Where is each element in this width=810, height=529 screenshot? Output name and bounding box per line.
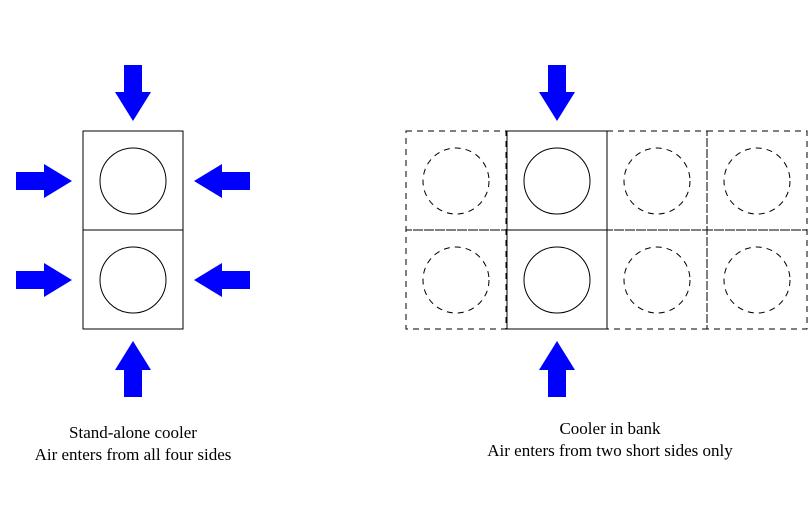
bank-neighbor-fan — [623, 147, 691, 215]
bank-neighbor-fan — [623, 246, 691, 314]
standalone-caption: Stand-alone cooler Air enters from all f… — [0, 422, 266, 466]
standalone-cooler-top-cell — [82, 130, 184, 231]
bank-neighbor-coolers — [405, 130, 808, 330]
arrow-right-icon — [16, 263, 72, 297]
bank-neighbor-cell — [606, 130, 708, 231]
bank-neighbor-cell — [606, 229, 708, 330]
arrow-left-icon — [194, 263, 250, 297]
bank-main-cooler-top-fan — [523, 147, 591, 215]
standalone-cooler-bottom-fan — [99, 246, 167, 314]
arrow-down-icon — [115, 65, 151, 121]
arrow-up-icon — [115, 341, 151, 397]
bank-caption: Cooler in bank Air enters from two short… — [420, 418, 800, 462]
bank-caption-description: Air enters from two short sides only — [487, 441, 733, 460]
bank-neighbor-cell — [405, 130, 507, 231]
standalone-caption-title: Stand-alone cooler — [69, 423, 197, 442]
arrow-right-icon — [16, 164, 72, 198]
bank-main-cooler-bottom-fan — [523, 246, 591, 314]
standalone-airflow-arrows — [16, 65, 250, 397]
bank-neighbor-fan — [723, 246, 791, 314]
arrow-up-icon — [539, 341, 575, 397]
arrow-down-icon — [539, 65, 575, 121]
bank-main-cooler-top-cell — [506, 130, 608, 231]
bank-caption-title: Cooler in bank — [559, 419, 661, 438]
standalone-cooler-top-fan — [99, 147, 167, 215]
standalone-cooler-bottom-cell — [82, 229, 184, 330]
bank-neighbor-fan — [422, 147, 490, 215]
bank-neighbor-fan — [723, 147, 791, 215]
bank-neighbor-fan — [422, 246, 490, 314]
bank-airflow-arrows — [539, 65, 575, 397]
arrow-left-icon — [194, 164, 250, 198]
bank-neighbor-cell — [405, 229, 507, 330]
bank-main-cooler-bottom-cell — [506, 229, 608, 330]
bank-neighbor-cell — [706, 229, 808, 330]
standalone-cooler — [82, 130, 184, 330]
bank-main-cooler — [506, 130, 608, 330]
bank-neighbor-cell — [706, 130, 808, 231]
standalone-caption-description: Air enters from all four sides — [34, 445, 232, 464]
